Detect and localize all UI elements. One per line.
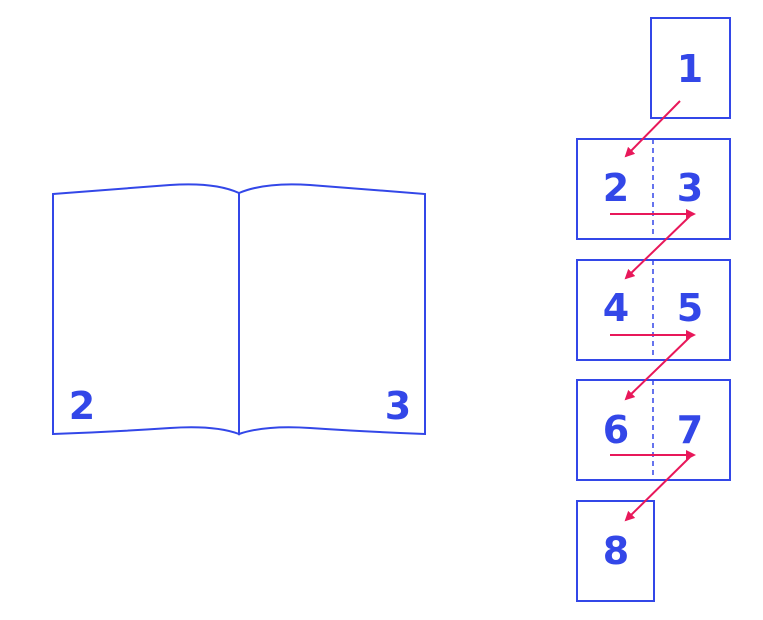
reading-order-arrows xyxy=(610,100,696,522)
book-left-page-number: 2 xyxy=(69,384,95,428)
page-3-number: 3 xyxy=(677,166,703,210)
page-6-number: 6 xyxy=(603,408,629,452)
arrow-1-to-2 xyxy=(624,100,681,158)
page-7-number: 7 xyxy=(677,408,703,452)
page-1-box xyxy=(650,17,731,119)
arrow-3-to-4 xyxy=(624,215,691,280)
arrow-5-to-6 xyxy=(624,336,691,401)
page-1-number: 1 xyxy=(677,47,703,91)
arrow-7-to-8 xyxy=(624,456,691,522)
book-right-page-number: 3 xyxy=(385,384,411,428)
open-book xyxy=(52,183,426,436)
page-5-number: 5 xyxy=(677,286,703,330)
page-2-number: 2 xyxy=(603,166,629,210)
page-8-box xyxy=(576,500,655,602)
page-4-number: 4 xyxy=(603,286,629,330)
page-8-number: 8 xyxy=(603,529,629,573)
book-right-page xyxy=(238,183,426,436)
